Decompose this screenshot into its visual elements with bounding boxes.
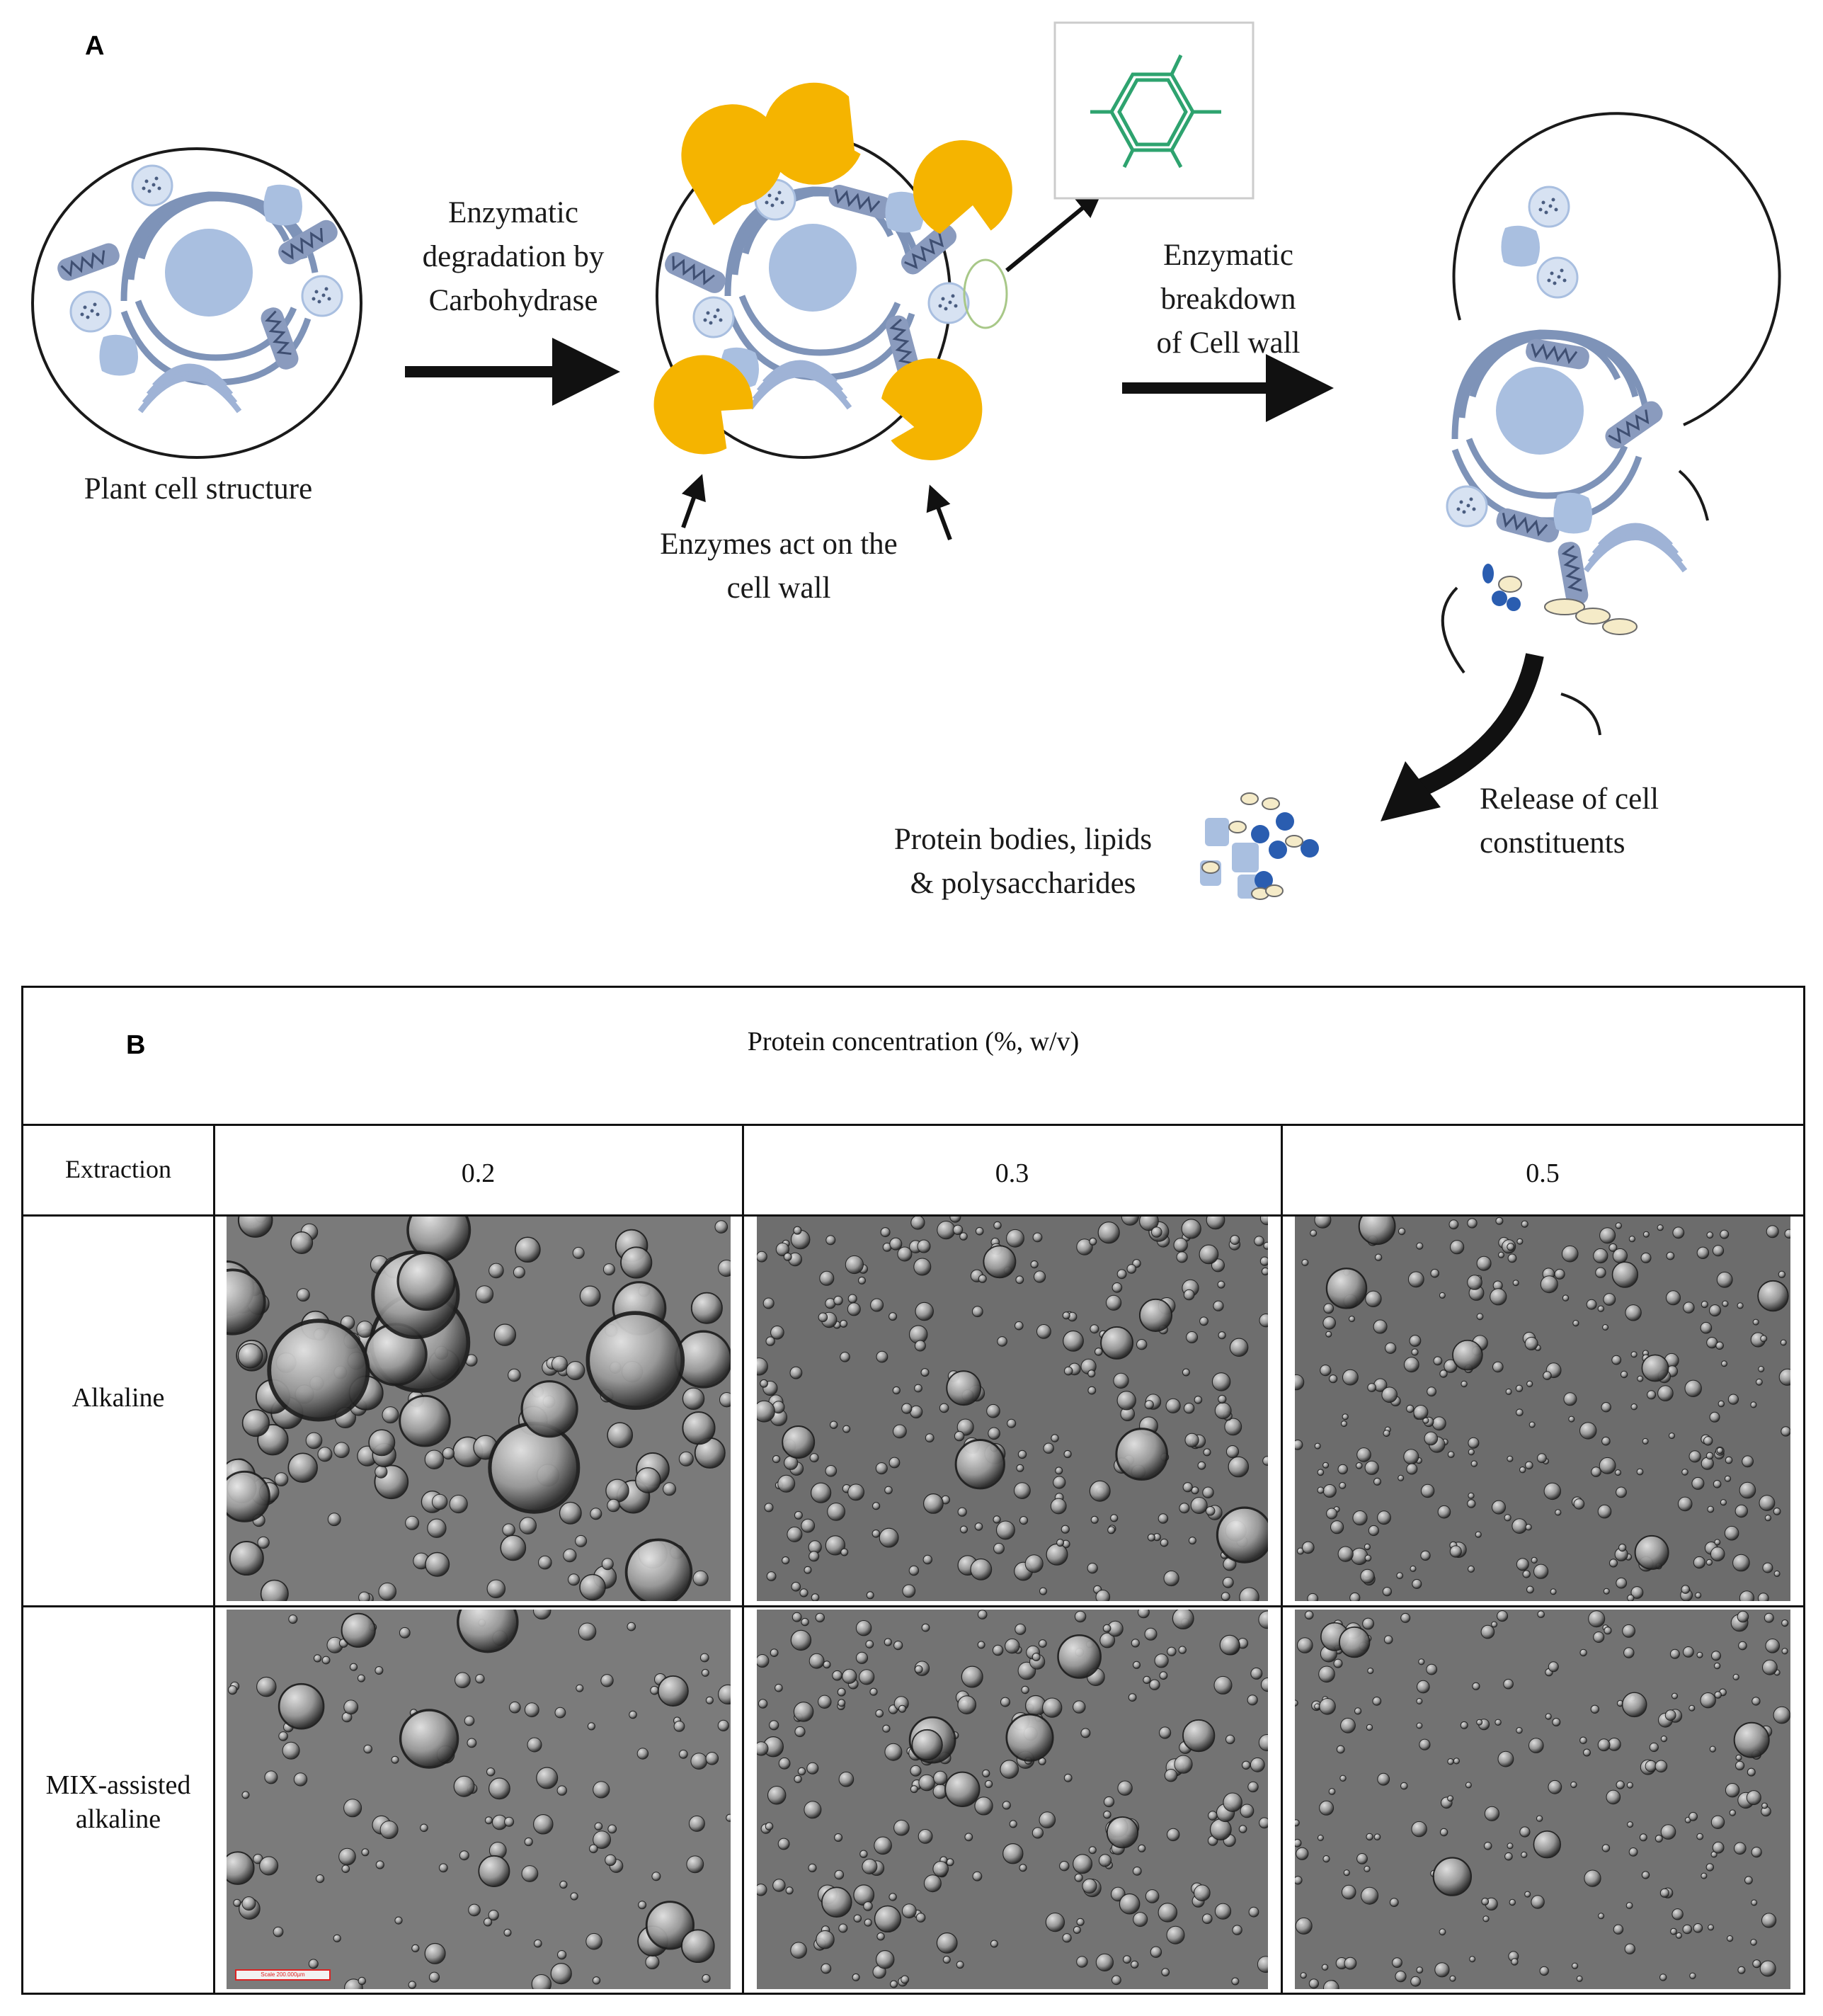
row-label-mix-line2: alkaline [75, 1804, 161, 1834]
degradation-label-line1: Enzymatic [448, 196, 578, 229]
micrograph-alkaline-0-5 [1295, 1217, 1790, 1601]
products-label-line2: & polysaccharides [910, 867, 1136, 900]
products-label-line1: Protein bodies, lipids [893, 823, 1153, 856]
degradation-label-line2: degradation by [422, 240, 605, 273]
micrograph-alkaline-0-3 [757, 1217, 1268, 1601]
row-label-mix-line1: MIX-assisted [45, 1770, 191, 1800]
enzymes-label-line1: Enzymes act on the [660, 528, 898, 561]
plant-cell-label: Plant cell structure [84, 472, 313, 506]
degradation-label-line3: Carbohydrase [428, 284, 598, 317]
breakdown-label-line1: Enzymatic [1163, 239, 1293, 272]
row-header-extraction: Extraction [65, 1155, 171, 1183]
micrograph-mix-0-3 [757, 1610, 1268, 1989]
panel-a: A [0, 0, 1823, 949]
panel-letter-a: A [85, 31, 105, 61]
micrograph-texture [1295, 1217, 1790, 1601]
micrograph-alkaline-0-2 [227, 1217, 731, 1601]
micrograph-mix-0-2: Scale 200.000µm [227, 1610, 731, 1989]
scale-bar-text: Scale 200.000µm [261, 1971, 305, 1978]
breakdown-label-line2: breakdown [1160, 283, 1296, 316]
micrograph-texture [757, 1217, 1268, 1601]
release-label-line1: Release of cell [1480, 782, 1659, 816]
enzymes-label-line2: cell wall [726, 571, 831, 605]
breakdown-label-line3: of Cell wall [1156, 326, 1301, 360]
cell-diagram [31, 21, 1781, 900]
column-header-0-2: 0.2 [461, 1158, 496, 1188]
panel-b-table: B Protein concentration (%, w/v) Extract… [21, 986, 1805, 1995]
table-header: Protein concentration (%, w/v) [747, 1027, 1080, 1057]
row-label-alkaline: Alkaline [72, 1383, 165, 1413]
micrograph-texture [1295, 1610, 1790, 1989]
release-label-line2: constituents [1480, 826, 1625, 860]
panel-letter-b: B [126, 1030, 146, 1060]
micrograph-texture [227, 1610, 731, 1989]
micrograph-texture [757, 1610, 1268, 1989]
column-header-0-5: 0.5 [1526, 1158, 1560, 1188]
column-header-0-3: 0.3 [995, 1158, 1029, 1188]
micrograph-mix-0-5 [1295, 1610, 1790, 1989]
micrograph-texture [227, 1217, 731, 1601]
scale-bar: Scale 200.000µm [235, 1969, 331, 1981]
